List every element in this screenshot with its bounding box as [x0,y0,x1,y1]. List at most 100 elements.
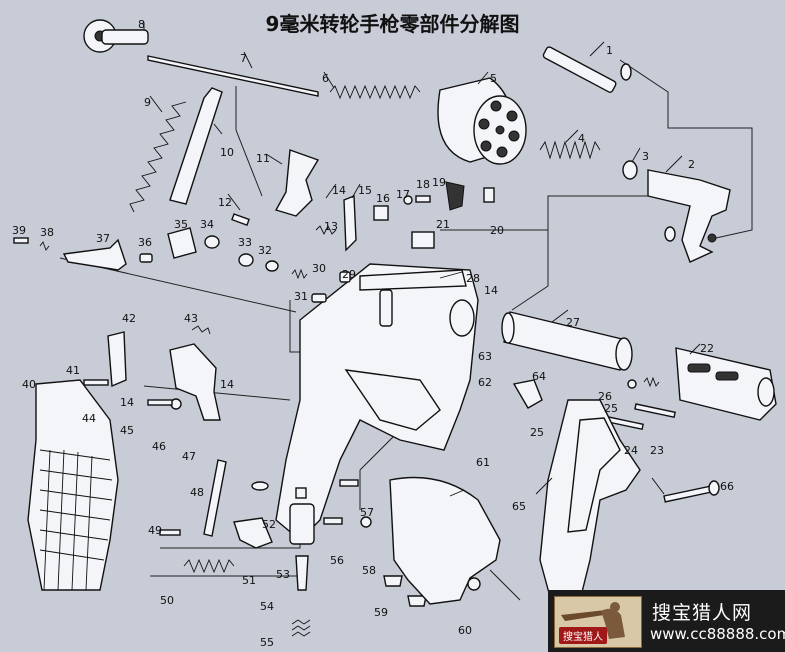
part-number-label: 46 [152,440,166,453]
part-61-sideplate [389,476,501,605]
part-20-screw [483,187,495,203]
watermark-site-name: 搜宝猎人网 [652,602,753,624]
part-number-label: 15 [358,184,372,197]
part-38-spring [39,241,50,251]
part-34-bushing [204,235,220,249]
part-number-label: 40 [22,378,36,391]
part-6-spring [329,84,421,100]
part-number-label: 5 [490,72,497,85]
part-4-spring [539,140,601,160]
part-number-label: 14 [332,184,346,197]
part-number-label: 1 [606,44,613,57]
part-number-label: 28 [466,272,480,285]
watermark-logo-tag: 搜宝猎人 [559,627,607,644]
part-40-grip [27,379,119,591]
watermark-url: www.cc88888.com [650,625,785,643]
part-number-label: 12 [218,196,232,209]
part-58b-screw [383,575,403,587]
part-10-guide [169,87,223,205]
watermark: 搜宝猎人 搜宝猎人网 www.cc88888.com [548,590,785,652]
part-33-bushing [238,253,254,267]
part-22-shroud [675,347,777,421]
part-number-label: 18 [416,178,430,191]
part-66-screw [663,480,720,503]
part-number-label: 60 [458,624,472,637]
part-64-latch [512,379,543,409]
crane-bushing [664,226,676,242]
part-number-label: 8 [138,18,145,31]
part-number-label: 63 [478,350,492,363]
part-number-label: 9 [144,96,151,109]
part-8-ejector-head [83,19,149,53]
part-number-label: 66 [720,480,734,493]
part-12-pin [231,213,250,227]
part-7-rod [147,55,319,97]
part-56-pin [323,517,343,525]
part-number-label: 2 [688,158,695,171]
part-31-pin [311,293,327,303]
part-number-label: 59 [374,606,388,619]
part-57-pin [339,479,359,487]
part-number-label: 26 [598,390,612,403]
part-number-label: 39 [12,224,26,237]
part-number-label: 23 [650,444,664,457]
part-65-grip [539,399,641,605]
watermark-logo: 搜宝猎人 [554,596,642,648]
part-54-plunger [295,555,309,591]
part-number-label: 55 [260,636,274,649]
part-number-label: 56 [330,554,344,567]
part-51-block [233,517,273,549]
part-number-label: 51 [242,574,256,587]
part-27-barrel [501,311,633,371]
part-53-housing [289,503,315,545]
part-9-mainspring [129,101,187,213]
part-15-lever [343,194,357,252]
part-37-rebound [62,238,127,271]
part-number-label: 6 [322,72,329,85]
part-number-label: 22 [700,342,714,355]
part-number-label: 45 [120,424,134,437]
part-number-label: 27 [566,316,580,329]
part-32-bushing [265,260,279,272]
part-number-label: 19 [432,176,446,189]
part-29-screw [339,271,351,283]
part-58-screw [360,516,372,528]
part-55-spring [291,619,311,637]
part-21-block [411,231,435,249]
part-number-label: 52 [262,518,276,531]
part-41-pin [83,379,109,386]
part-53-cap [295,487,307,499]
part-number-label: 20 [490,224,504,237]
part-number-label: 14 [220,378,234,391]
part-3-bushing [622,160,638,180]
part-number-label: 34 [200,218,214,231]
part-number-label: 48 [190,486,204,499]
part-number-label: 24 [624,444,638,457]
part-number-label: 42 [122,312,136,325]
part-30-spring [291,268,308,280]
part-number-label: 58 [362,564,376,577]
part-26-ball [627,379,637,389]
part-16-block [373,205,389,221]
part-42-trigger-bar [107,331,127,388]
part-17-ball [403,195,413,205]
part-number-label: 21 [436,218,450,231]
part-number-label: 62 [478,376,492,389]
part-number-label: 44 [82,412,96,425]
part-48-lever [203,459,227,537]
diagram-title: 9毫米转轮手枪零部件分解图 [265,12,520,36]
part-number-label: 64 [532,370,546,383]
part-number-label: 49 [148,524,162,537]
part-number-label: 36 [138,236,152,249]
part-number-label: 29 [342,268,356,281]
part-number-label: 65 [512,500,526,513]
part-number-label: 47 [182,450,196,463]
part-number-label: 31 [294,290,308,303]
part-number-label: 57 [360,506,374,519]
part-number-label: 7 [240,52,247,65]
part-number-label: 14 [484,284,498,297]
part-number-label: 35 [174,218,188,231]
part-11-hammer [274,149,320,217]
part-number-label: 43 [184,312,198,325]
